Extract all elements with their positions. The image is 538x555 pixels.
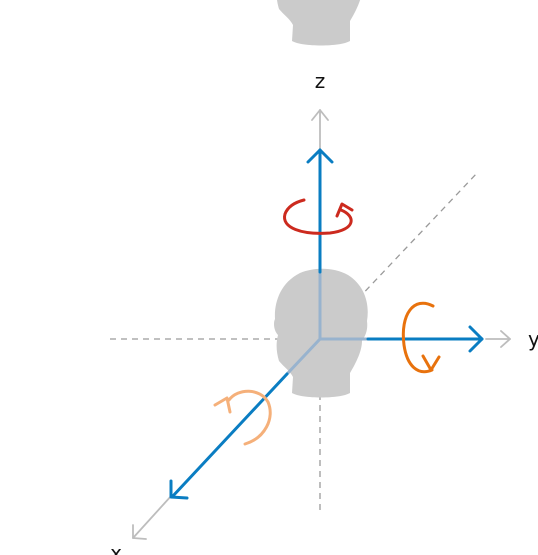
z-axis-label: z	[315, 69, 326, 93]
pitch-rotation-arrow-icon	[401, 301, 441, 374]
z-extension-arrowhead-icon	[311, 109, 329, 121]
x-axis	[170, 372, 289, 499]
axis-extensions	[132, 109, 511, 540]
x-axis-over-head	[285, 337, 322, 376]
axes-over-head	[285, 270, 370, 376]
x-axis-extension	[132, 494, 173, 539]
x-arrowhead-icon	[169, 479, 189, 500]
axes	[169, 148, 484, 500]
x-extension-arrowhead-icon	[132, 524, 147, 540]
y-axis-label: y	[528, 327, 538, 351]
z-arrowhead-icon	[306, 148, 334, 164]
roll-rotation-arrow-icon	[213, 389, 272, 446]
y-extension-arrowhead-icon	[500, 330, 511, 348]
x-axis-label: x	[110, 541, 122, 555]
y-arrowhead-icon	[468, 325, 484, 353]
top-head-silhouette-icon	[274, 0, 368, 46]
yaw-rotation-arrow-icon	[283, 198, 354, 235]
